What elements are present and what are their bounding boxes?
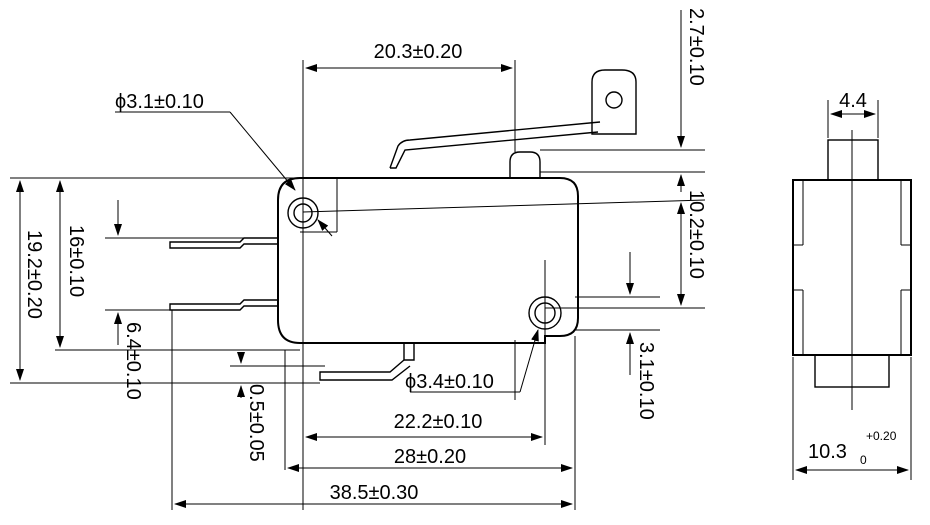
dimension-arrows [16,10,685,508]
dim-mount-offset: 3.1±0.10 [635,342,657,420]
dim-height-total: 19.2±0.20 [23,230,45,319]
dim-hole-spacing: 22.2±0.10 [394,411,483,433]
dim-body-length: 28±0.20 [394,446,466,468]
dim-terminal-spacing: 16±0.10 [65,225,87,297]
dim-hole-dia: ϕ3.1±0.10 [115,91,204,113]
terminal-upper [169,237,278,249]
front-view [169,69,637,381]
dim-top-width: 20.3±0.20 [374,41,463,63]
side-view: 4.4 10.3 +0.20 0 [792,90,912,480]
dimension-labels: 20.3±0.20 ϕ3.1±0.10 2.7±0.10 10.2±0.10 1… [23,8,707,504]
side-actuator [827,139,879,181]
terminal-bottom [319,359,411,381]
dim-side-width: 10.3 [808,441,847,463]
plunger [509,151,541,178]
dim-mount-dia: ϕ3.4±0.10 [405,371,494,393]
dim-terminal-thickness: 0.5±0.05 [245,384,267,462]
dim-side-width-tol-lower: 0 [860,453,867,467]
dim-lever-gap: 2.7±0.10 [685,8,707,86]
terminal-lower [169,299,278,311]
dim-body-height-right: 10.2±0.10 [685,190,707,279]
dim-overall-length: 38.5±0.30 [330,482,419,504]
terminal-bottom-stub [403,343,415,361]
side-terminal [814,354,890,388]
dim-lower-offset: 6.4±0.10 [122,322,144,400]
roller-icon [605,91,623,109]
dim-side-width-tol-upper: +0.20 [866,429,897,443]
extension-lines [10,60,706,510]
dim-side-top-width: 4.4 [839,90,867,112]
lever-roller-housing [591,69,637,135]
lever-arm [389,121,601,169]
switch-body [277,177,579,344]
